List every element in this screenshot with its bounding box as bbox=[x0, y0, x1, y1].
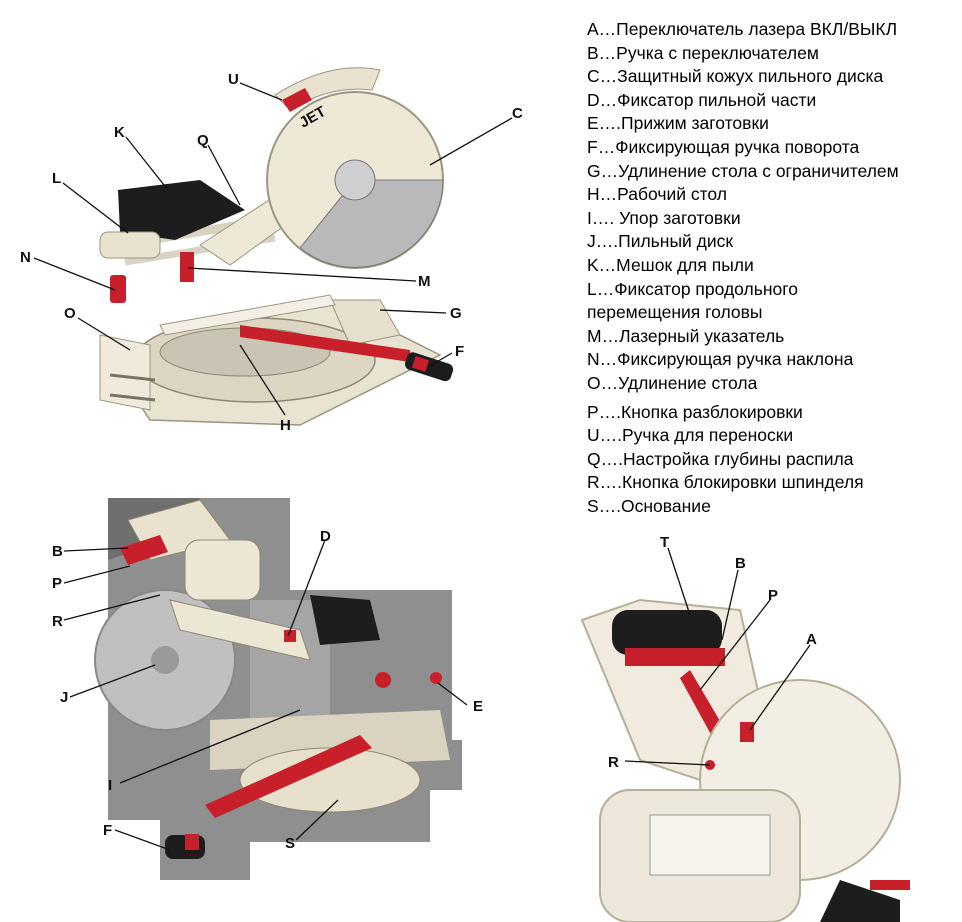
legend-item-O: O…Удлинение стола bbox=[587, 372, 758, 393]
saw-closeup-right bbox=[580, 598, 910, 922]
callout-N: N bbox=[20, 249, 31, 266]
legend-item-E: E….Прижим заготовки bbox=[587, 113, 769, 134]
callout-R-left: R bbox=[52, 613, 63, 630]
legend-item-Q: Q….Настройка глубины распила bbox=[587, 448, 854, 469]
callout-U: U bbox=[228, 71, 239, 88]
legend-item-J: J….Пильный диск bbox=[587, 231, 734, 252]
legend-item-A: A…Переключатель лазера ВКЛ/ВЫКЛ bbox=[587, 19, 898, 39]
callout-C: C bbox=[512, 105, 523, 122]
legend-item-S: S….Основание bbox=[587, 495, 711, 516]
leader-lines bbox=[33, 82, 811, 851]
callout-L: L bbox=[52, 170, 61, 187]
legend-item-I: I…. Упор заготовки bbox=[587, 207, 741, 228]
legend-item-B: B…Ручка с переключателем bbox=[587, 42, 819, 63]
legend-item-U: U….Ручка для переноски bbox=[587, 425, 794, 446]
callout-K: K bbox=[114, 124, 125, 141]
callout-labels: U C K Q L N M G O F H B D P R J E I F S … bbox=[20, 71, 817, 852]
legend-item-K: K…Мешок для пыли bbox=[587, 254, 754, 275]
legend-item-R: R….Кнопка блокировки шпинделя bbox=[587, 472, 864, 493]
callout-O: O bbox=[64, 305, 76, 322]
callout-J: J bbox=[60, 689, 68, 706]
saw-photo-left bbox=[94, 498, 462, 880]
callout-D: D bbox=[320, 528, 331, 545]
callout-B-right: B bbox=[735, 555, 746, 572]
callout-A: A bbox=[806, 631, 817, 648]
callout-P-left: P bbox=[52, 575, 62, 592]
callout-R-right: R bbox=[608, 754, 619, 771]
legend-item-H: H…Рабочий стол bbox=[587, 184, 727, 205]
legend-item-M: M…Лазерный указатель bbox=[587, 325, 785, 346]
callout-M: M bbox=[418, 273, 431, 290]
legend-item-P: P….Кнопка разблокировки bbox=[587, 401, 803, 422]
legend-item-C: C…Защитный кожух пильного диска bbox=[587, 66, 884, 87]
callout-H: H bbox=[280, 417, 291, 434]
callout-B-left: B bbox=[52, 543, 63, 560]
callout-Q: Q bbox=[197, 132, 209, 149]
callout-E: E bbox=[473, 698, 483, 715]
legend-item-D: D…Фиксатор пильной части bbox=[587, 89, 817, 110]
callout-S: S bbox=[285, 835, 295, 852]
callout-P-right: P bbox=[768, 587, 778, 604]
legend-item-L: L…Фиксатор продольного bbox=[587, 278, 798, 299]
legend-item-N: N…Фиксирующая ручка наклона bbox=[587, 349, 854, 370]
callout-G: G bbox=[450, 305, 462, 322]
callout-T: T bbox=[660, 534, 669, 551]
legend-item-F: F…Фиксирующая ручка поворота bbox=[587, 136, 860, 157]
legend-item-L-cont: перемещения головы bbox=[587, 302, 763, 323]
parts-legend: A…Переключатель лазера ВКЛ/ВЫКЛ B…Ручка … bbox=[587, 18, 899, 518]
callout-F-left: F bbox=[103, 822, 112, 839]
callout-I: I bbox=[108, 777, 112, 794]
legend-item-G: G…Удлинение стола с ограничителем bbox=[587, 160, 899, 181]
callout-F-top: F bbox=[455, 343, 464, 360]
saw-top-illustration: JET bbox=[99, 67, 454, 426]
